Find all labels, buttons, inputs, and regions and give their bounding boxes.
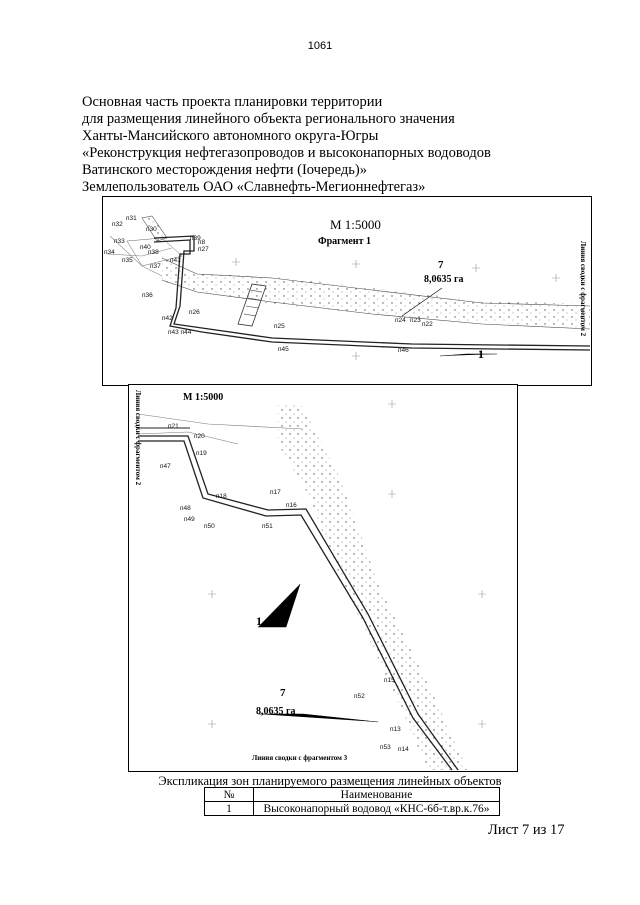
point-label: п15 (384, 677, 395, 684)
row-number: 1 (204, 801, 254, 816)
point-label: п33 (114, 238, 125, 245)
fragment1-side-label: Линия сводки с фрагментом 2 (579, 241, 587, 337)
column-header-name: Наименование (253, 787, 500, 802)
point-label: п51 (262, 523, 273, 530)
point-label: п21 (168, 423, 179, 430)
point-label: п31 (126, 215, 137, 222)
title-line-1: Основная часть проекта планировки террит… (82, 94, 383, 110)
point-label: п45 (278, 346, 289, 353)
point-label: п52 (354, 693, 365, 700)
point-label: п30 (146, 226, 157, 233)
point-label: п26 (189, 309, 200, 316)
fragment1-scale: М 1:5000 (330, 217, 381, 232)
fragment2-area: 8,0635 га (256, 706, 296, 717)
point-label: п48 (180, 505, 191, 512)
point-label: п37 (150, 263, 161, 270)
point-label: п50 (204, 523, 215, 530)
point-label: п13 (390, 726, 401, 733)
explication-caption: Экспликация зон планируемого размещения … (158, 774, 502, 788)
title-line-4: «Реконструкция нефтегазопроводов и высок… (82, 145, 491, 161)
point-label: п17 (270, 489, 281, 496)
explication-table: № Наименование 1 Высоконапорный водовод … (204, 787, 500, 816)
point-label: п8 (198, 239, 206, 246)
point-label: п27 (198, 246, 209, 253)
point-label: п46 (398, 347, 409, 354)
table-row: 1 Высоконапорный водовод «КНС-6б-т.вр.к.… (204, 801, 500, 816)
row-name: Высоконапорный водовод «КНС-6б-т.вр.к.76… (253, 801, 500, 816)
point-label: п23 (410, 317, 421, 324)
fragment1-zone-number: 7 (438, 259, 444, 271)
point-label: п53 (380, 744, 391, 751)
fragment2-bottom-label: Линия сводки с фрагментом 3 (252, 754, 348, 762)
point-label: п49 (184, 516, 195, 523)
point-label: п18 (216, 493, 227, 500)
fragment2-scale: М 1:5000 (183, 392, 223, 403)
point-label: п41 (170, 257, 181, 264)
point-label: п20 (194, 433, 205, 440)
map-fragment-2: М 1:5000 Линия сводки с фрагментом 2 1 7… (128, 384, 518, 772)
fragment1-area: 8,0635 га (424, 274, 464, 285)
document-title: Основная часть проекта планировки террит… (82, 94, 491, 196)
title-line-6: Землепользователь ОАО «Славнефть-Мегионн… (82, 179, 426, 195)
point-label: п39 (190, 235, 201, 242)
fragment2-zone-number: 7 (280, 687, 286, 699)
fragment2-side-label: Линия сводки с фрагментом 2 (134, 390, 142, 486)
title-line-5: Ватинского месторождения нефти (Iочередь… (82, 162, 367, 178)
point-label: п14 (398, 746, 409, 753)
fragment1-object-label: 1 (478, 347, 484, 361)
point-label: п42 (162, 315, 173, 322)
point-label: п24 (395, 317, 406, 324)
sheet-number: Лист 7 из 17 (488, 822, 565, 838)
point-label: п34 (104, 249, 115, 256)
page-number: 1061 (307, 40, 333, 52)
point-label: п22 (422, 321, 433, 328)
table-header-row: № Наименование (204, 787, 500, 802)
point-label: п35 (122, 257, 133, 264)
map-fragment-1: М 1:5000 Фрагмент 1 7 8,0635 га 1 Линия … (102, 196, 592, 386)
column-header-number: № (204, 787, 254, 802)
point-label: п25 (274, 323, 285, 330)
point-label: п43 п44 (168, 329, 192, 336)
point-label: п47 (160, 463, 171, 470)
point-label: п32 (112, 221, 123, 228)
fragment1-name: Фрагмент 1 (318, 236, 371, 247)
title-line-2: для размещения линейного объекта региона… (82, 111, 455, 127)
fragment2-object-label: 1 (256, 614, 262, 628)
title-line-3: Ханты-Мансийского автономного округа-Югр… (82, 128, 379, 144)
point-label: п19 (196, 450, 207, 457)
point-label: п38 (148, 249, 159, 256)
point-label: п36 (142, 292, 153, 299)
point-label: п16 (286, 502, 297, 509)
point-label: п40 (140, 244, 151, 251)
